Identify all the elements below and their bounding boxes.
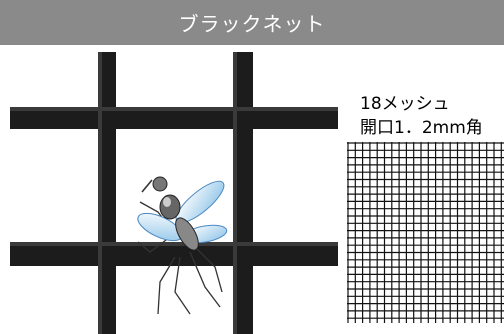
net-strand bbox=[10, 107, 338, 129]
mesh-opening-label: 開口1．2mm角 bbox=[360, 118, 483, 138]
title-banner: ブラックネット bbox=[0, 0, 504, 45]
mesh-count-label: 18メッシュ bbox=[360, 94, 450, 114]
mesh-sample-image bbox=[347, 142, 504, 323]
net-closeup-image bbox=[10, 52, 338, 334]
page-title: ブラックネット bbox=[178, 12, 326, 36]
